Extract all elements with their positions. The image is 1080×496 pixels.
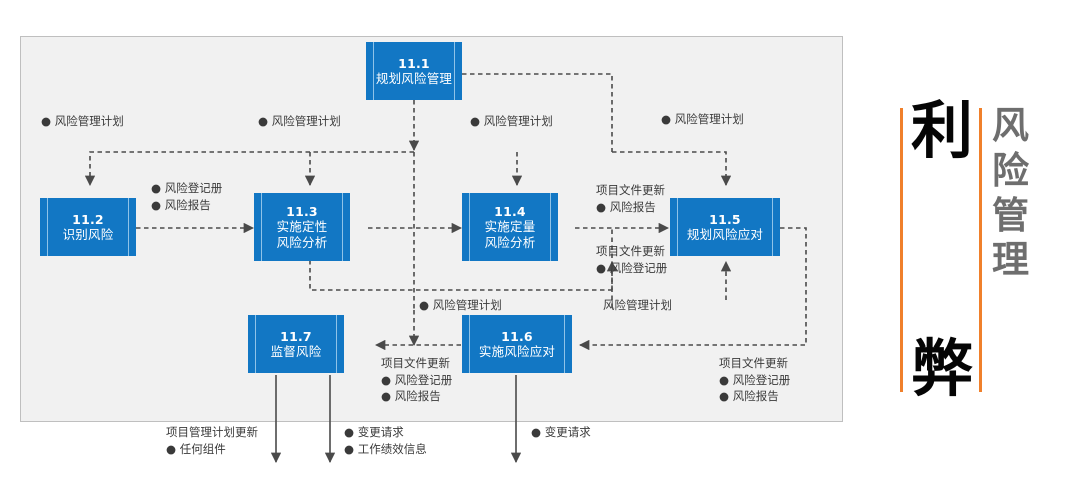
accent-bar-right — [979, 108, 982, 392]
annotation-plan-to-monitor: ● 风险管理计划 — [419, 298, 502, 312]
headline-block: 利 弊 风 险 管 理 — [893, 100, 1068, 400]
process-number: 11.7 — [280, 328, 312, 344]
vertical-title-char-3: 管 — [992, 193, 1029, 237]
process-box-11-2[interactable]: 11.2 识别风险 — [40, 198, 136, 256]
process-name: 实施定性 风险分析 — [276, 219, 328, 250]
process-number: 11.3 — [286, 204, 318, 220]
annotation-quantitative-to-response-top: 项目文件更新 ● 风险报告 — [596, 183, 665, 214]
headline-vertical-title: 风 险 管 理 — [992, 104, 1048, 283]
annotation-output-implement: ● 变更请求 — [531, 425, 591, 439]
process-name: 规划风险应对 — [686, 227, 764, 242]
process-name: 监督风险 — [270, 344, 322, 359]
annotation-output-monitor-left: 项目管理计划更新 ● 任何组件 — [166, 425, 258, 456]
annotation-plan-to-qualitative: ● 风险管理计划 — [258, 114, 341, 128]
annotation-response-loop-to-implement: 项目文件更新 ● 风险登记册 ● 风险报告 — [719, 356, 791, 404]
process-name: 识别风险 — [62, 227, 114, 242]
process-number: 11.6 — [501, 328, 533, 344]
process-box-11-6[interactable]: 11.6 实施风险应对 — [462, 315, 572, 373]
annotation-plan-to-response: ● 风险管理计划 — [661, 112, 744, 126]
headline-big-characters: 利 弊 — [909, 100, 975, 400]
annotation-plan-to-identify: ● 风险管理计划 — [41, 114, 124, 128]
process-box-11-1[interactable]: 11.1 规划风险管理 — [366, 42, 462, 100]
vertical-title-char-2: 险 — [992, 148, 1029, 192]
annotation-implement-to-monitor: 项目文件更新 ● 风险登记册 ● 风险报告 — [381, 356, 453, 404]
vertical-title-char-4: 理 — [992, 238, 1029, 282]
process-box-11-4[interactable]: 11.4 实施定量 风险分析 — [462, 193, 558, 261]
process-number: 11.1 — [398, 55, 430, 71]
annotation-quantitative-to-response-bottom: 项目文件更新 ● 风险登记册 — [596, 244, 668, 275]
accent-bar-left — [900, 108, 903, 392]
headline-char-bottom: 弊 — [910, 332, 973, 405]
annotation-plan-to-implement: 风险管理计划 — [603, 298, 672, 312]
process-box-11-5[interactable]: 11.5 规划风险应对 — [670, 198, 780, 256]
process-name: 规划风险管理 — [375, 71, 453, 86]
process-name: 实施定量 风险分析 — [484, 219, 536, 250]
process-name: 实施风险应对 — [478, 344, 556, 359]
headline-char-top: 利 — [910, 94, 973, 167]
process-number: 11.4 — [494, 204, 526, 220]
process-number: 11.2 — [72, 211, 104, 227]
annotation-plan-to-quantitative: ● 风险管理计划 — [470, 114, 553, 128]
process-number: 11.5 — [709, 211, 741, 227]
process-box-11-7[interactable]: 11.7 监督风险 — [248, 315, 344, 373]
annotation-identify-to-qualitative: ● 风险登记册 ● 风险报告 — [151, 181, 223, 212]
process-box-11-3[interactable]: 11.3 实施定性 风险分析 — [254, 193, 350, 261]
vertical-title-char-1: 风 — [992, 104, 1029, 147]
annotation-output-monitor-mid: ● 变更请求 ● 工作绩效信息 — [344, 425, 427, 456]
